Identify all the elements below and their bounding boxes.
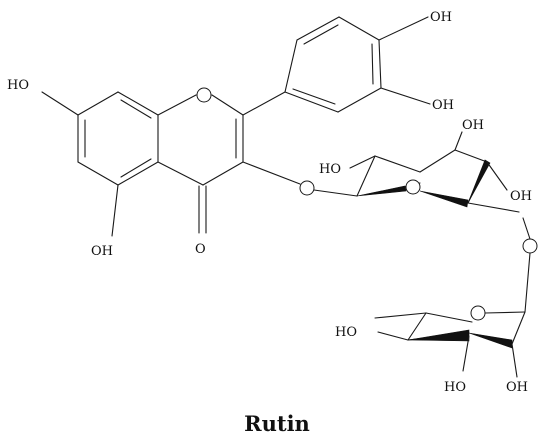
- bond-3-oh: [380, 87, 431, 105]
- ring-oxygen-c: [196, 87, 212, 103]
- label-oh-b3: OH: [432, 98, 454, 113]
- glycosidic-oxygen-1: [299, 180, 315, 196]
- wedge-bond-glucose-3: [467, 159, 491, 204]
- ring-oxygen-rhamnose: [470, 305, 486, 321]
- ring-c: [157, 94, 244, 234]
- ring-a: [77, 91, 159, 186]
- wedge-bond-glucose-1: [356, 185, 407, 197]
- label-oh-glucose-2: OH: [510, 189, 532, 204]
- label-oh-rhamnose-2: OH: [506, 380, 528, 395]
- wedge-bond-glucose-2: [419, 190, 469, 208]
- wedge-bond-rhamnose-2: [468, 332, 513, 349]
- label-oh-5: OH: [91, 244, 113, 259]
- label-oh-b4: OH: [430, 10, 452, 25]
- ring-b: [242, 16, 382, 116]
- label-ho-7: HO: [7, 78, 29, 93]
- ring-oxygen-glucose: [405, 179, 421, 195]
- label-carbonyl-o: O: [195, 242, 206, 257]
- label-ho-glucose-3: HO: [319, 162, 341, 177]
- ring-glucose: [356, 149, 488, 204]
- glycosidic-oxygen-2: [522, 238, 538, 254]
- label-oh-glucose-4: OH: [462, 118, 484, 133]
- bond-c3-o: [242, 161, 301, 185]
- bond-4-oh: [378, 16, 429, 41]
- bond-5-oh: [111, 184, 119, 237]
- diagram-title: Rutin: [244, 411, 310, 436]
- bond-7-oh: [41, 91, 79, 116]
- label-ho-rhamnose-3: HO: [444, 380, 466, 395]
- wedge-bond-rhamnose-1: [407, 329, 470, 342]
- label-ho-rhamnose-4: HO: [335, 325, 357, 340]
